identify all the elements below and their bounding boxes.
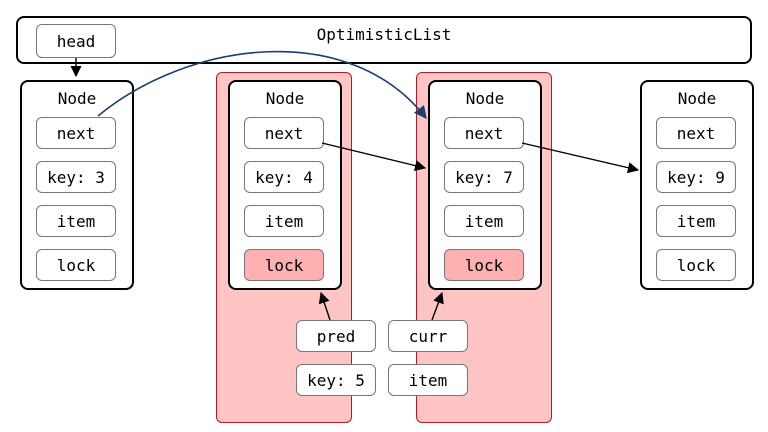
pred-key-field: key: 5 (296, 364, 376, 396)
node-3-key: key: 3 (36, 161, 116, 193)
node-9-item: item (656, 205, 736, 237)
node-4-next: next (244, 117, 324, 149)
node-3-next: next (36, 117, 116, 149)
node-4-item: item (244, 205, 324, 237)
node-7-next: next (444, 117, 524, 149)
node-title: Node (677, 89, 717, 108)
curr-field: curr (388, 320, 468, 352)
node-4-lock: lock (244, 249, 324, 281)
node-title: Node (57, 89, 97, 108)
node-4-key: key: 4 (244, 161, 324, 193)
node-9-next: next (656, 117, 736, 149)
node-title: Node (265, 89, 305, 108)
optimistic-list-title: OptimisticList (316, 25, 452, 44)
curr-item-field: item (388, 364, 468, 396)
node-3-lock: lock (36, 249, 116, 281)
head-field: head (36, 24, 116, 58)
node-7-key: key: 7 (444, 161, 524, 193)
node-9-lock: lock (656, 249, 736, 281)
node-7-lock: lock (444, 249, 524, 281)
node-3-item: item (36, 205, 116, 237)
pred-field: pred (296, 320, 376, 352)
optimistic-list: OptimisticList (16, 16, 752, 64)
node-9-key: key: 9 (656, 161, 736, 193)
node-title: Node (465, 89, 505, 108)
node-7-item: item (444, 205, 524, 237)
